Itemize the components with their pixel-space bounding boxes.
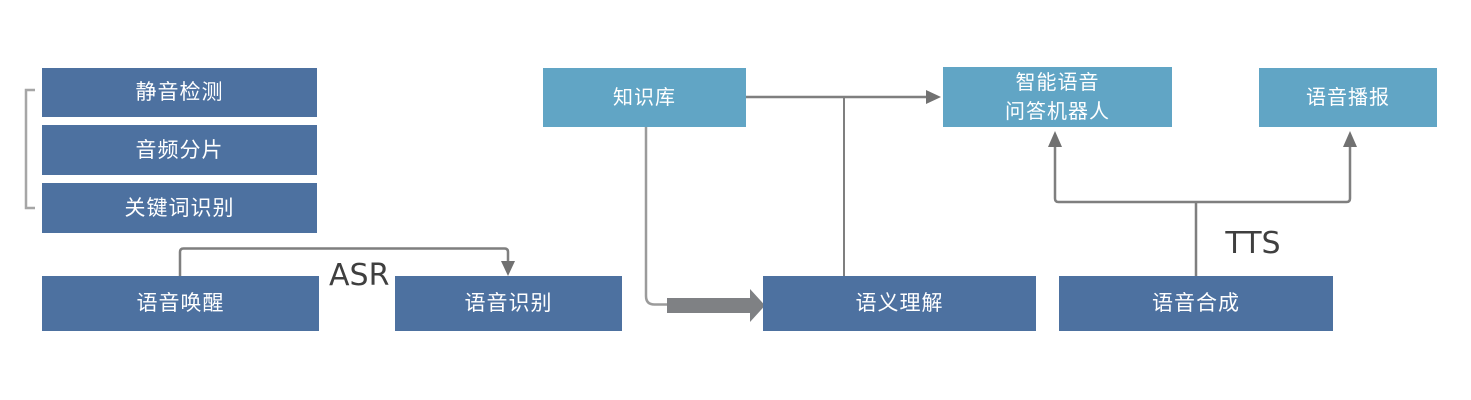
- knowledge-down-line: [644, 127, 668, 306]
- asr-label: ASR: [329, 258, 390, 293]
- asr-arrowhead: [501, 261, 515, 276]
- node-voice-broadcast-label: 语音播报: [1306, 85, 1390, 109]
- tts-right-arrowhead: [1343, 131, 1357, 147]
- tts-connector-lines: [1053, 146, 1352, 276]
- node-semantic-understanding-label: 语义理解: [855, 291, 944, 315]
- node-speech-synthesis-label: 语音合成: [1152, 291, 1240, 315]
- node-qa-robot: 智能语音 问答机器人: [943, 67, 1172, 127]
- thick-input-arrow: [667, 289, 765, 322]
- node-speech-recognition: 语音识别: [395, 276, 622, 331]
- node-silence-detection-label: 静音检测: [135, 80, 224, 104]
- node-audio-segmentation-label: 音频分片: [135, 137, 224, 162]
- node-voice-wakeup: 语音唤醒: [42, 276, 319, 331]
- node-audio-segmentation: 音频分片: [42, 125, 317, 175]
- node-semantic-understanding: 语义理解: [763, 276, 1036, 331]
- node-keyword-recognition-label: 关键词识别: [124, 195, 235, 220]
- node-keyword-recognition: 关键词识别: [42, 183, 317, 233]
- node-qa-robot-label-line1: 智能语音: [1015, 70, 1100, 94]
- knowledge-to-robot-arrowhead: [926, 90, 941, 104]
- node-qa-robot-label-line2: 问答机器人: [1005, 99, 1110, 123]
- group-bracket: [24, 88, 35, 210]
- node-silence-detection: 静音检测: [42, 68, 317, 117]
- node-knowledge-base-label: 知识库: [613, 85, 676, 109]
- node-knowledge-base: 知识库: [543, 68, 746, 127]
- node-voice-broadcast: 语音播报: [1259, 68, 1437, 127]
- node-voice-wakeup-label: 语音唤醒: [136, 291, 225, 315]
- node-speech-recognition-label: 语音识别: [464, 291, 553, 315]
- tts-left-arrowhead: [1048, 131, 1062, 147]
- node-speech-synthesis: 语音合成: [1059, 276, 1333, 331]
- tts-label: TTS: [1225, 226, 1281, 261]
